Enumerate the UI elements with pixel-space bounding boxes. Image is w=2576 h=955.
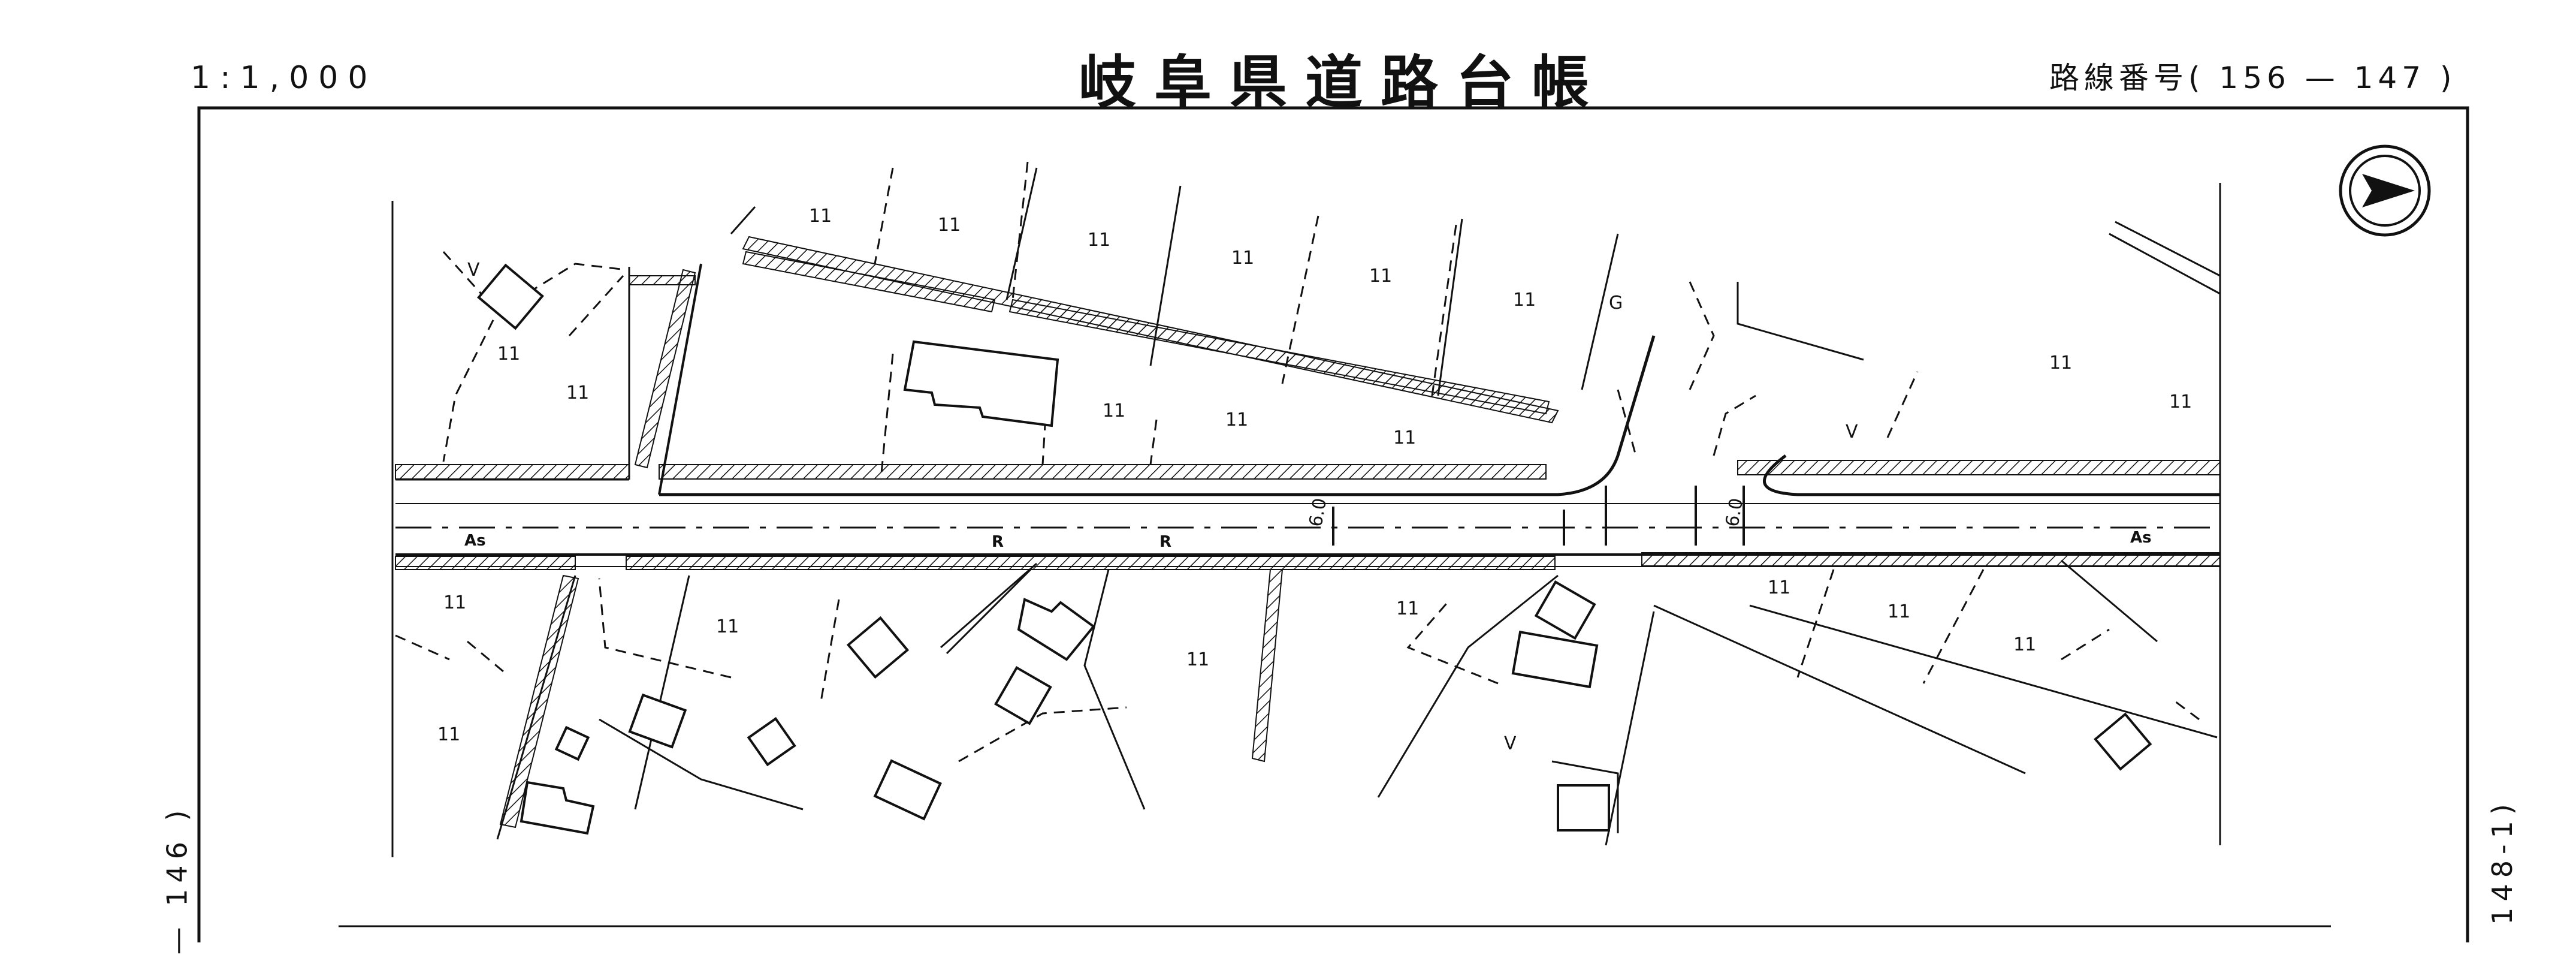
land-use-label: 11 <box>1231 248 1254 269</box>
surface-label: As <box>2130 529 2152 547</box>
scale-label: 1:1,000 <box>191 60 378 96</box>
building <box>520 781 595 835</box>
land-use-label: 11 <box>1088 230 1110 251</box>
building <box>1511 630 1599 689</box>
page-title: 岐阜県道路台帳 <box>1079 49 1607 116</box>
building <box>747 717 796 767</box>
route-number: 路線番号( 156 — 147 ) <box>2049 61 2457 95</box>
building <box>1557 784 1610 832</box>
land-use-label: 11 <box>938 215 961 236</box>
land-use-label: 11 <box>1396 598 1419 619</box>
width-markers <box>1332 486 1745 546</box>
land-use-label: 11 <box>497 344 520 364</box>
building <box>477 263 544 330</box>
land-use-label: 11 <box>437 724 460 745</box>
building <box>2094 712 2152 771</box>
land-use-label: 11 <box>2049 353 2072 373</box>
land-use-label: 11 <box>1393 427 1416 448</box>
building <box>1534 580 1596 640</box>
building <box>628 693 687 749</box>
building <box>873 759 942 821</box>
buildings <box>477 263 2152 835</box>
retaining-wall-label: R <box>1159 533 1171 551</box>
surface-label: As <box>464 532 486 550</box>
land-use-label: 11 <box>1225 409 1248 430</box>
building <box>903 340 1059 427</box>
width-label: 6.0 <box>1305 496 1331 528</box>
retaining-wall-label: R <box>992 533 1004 551</box>
building <box>846 616 910 679</box>
land-use-label: 11 <box>443 592 466 613</box>
parcel-lines <box>496 167 2221 846</box>
land-use-label: V <box>1846 421 1858 442</box>
building <box>554 725 590 761</box>
land-use-label: V <box>1504 733 1517 754</box>
land-use-label: 11 <box>716 616 739 637</box>
land-use-label: 11 <box>2013 634 2036 655</box>
land-use-label: V <box>467 260 480 281</box>
land-use-label: 11 <box>809 206 832 227</box>
sheet-frame <box>197 106 2469 942</box>
width-label: 6.0 <box>1722 496 1747 528</box>
parcel-boundaries <box>395 161 2200 763</box>
land-use-label: 11 <box>566 382 589 403</box>
land-use-label: 11 <box>1888 601 1910 622</box>
sidewalk-strips <box>395 236 2221 829</box>
building <box>1017 598 1095 661</box>
land-use-label: G <box>1609 293 1623 314</box>
land-use-label: 11 <box>1369 266 1392 287</box>
land-use-label: 11 <box>1186 649 1209 670</box>
map-labels: As As R R 6.0 6.0 G V V V 11 11 11 11 11… <box>437 206 2192 754</box>
land-use-label: 11 <box>1768 577 1790 598</box>
building <box>994 665 1052 725</box>
land-use-label: 11 <box>2169 391 2192 412</box>
land-use-label: 11 <box>1513 290 1536 311</box>
north-arrow-icon <box>2339 144 2431 237</box>
land-use-label: 11 <box>1103 400 1125 421</box>
